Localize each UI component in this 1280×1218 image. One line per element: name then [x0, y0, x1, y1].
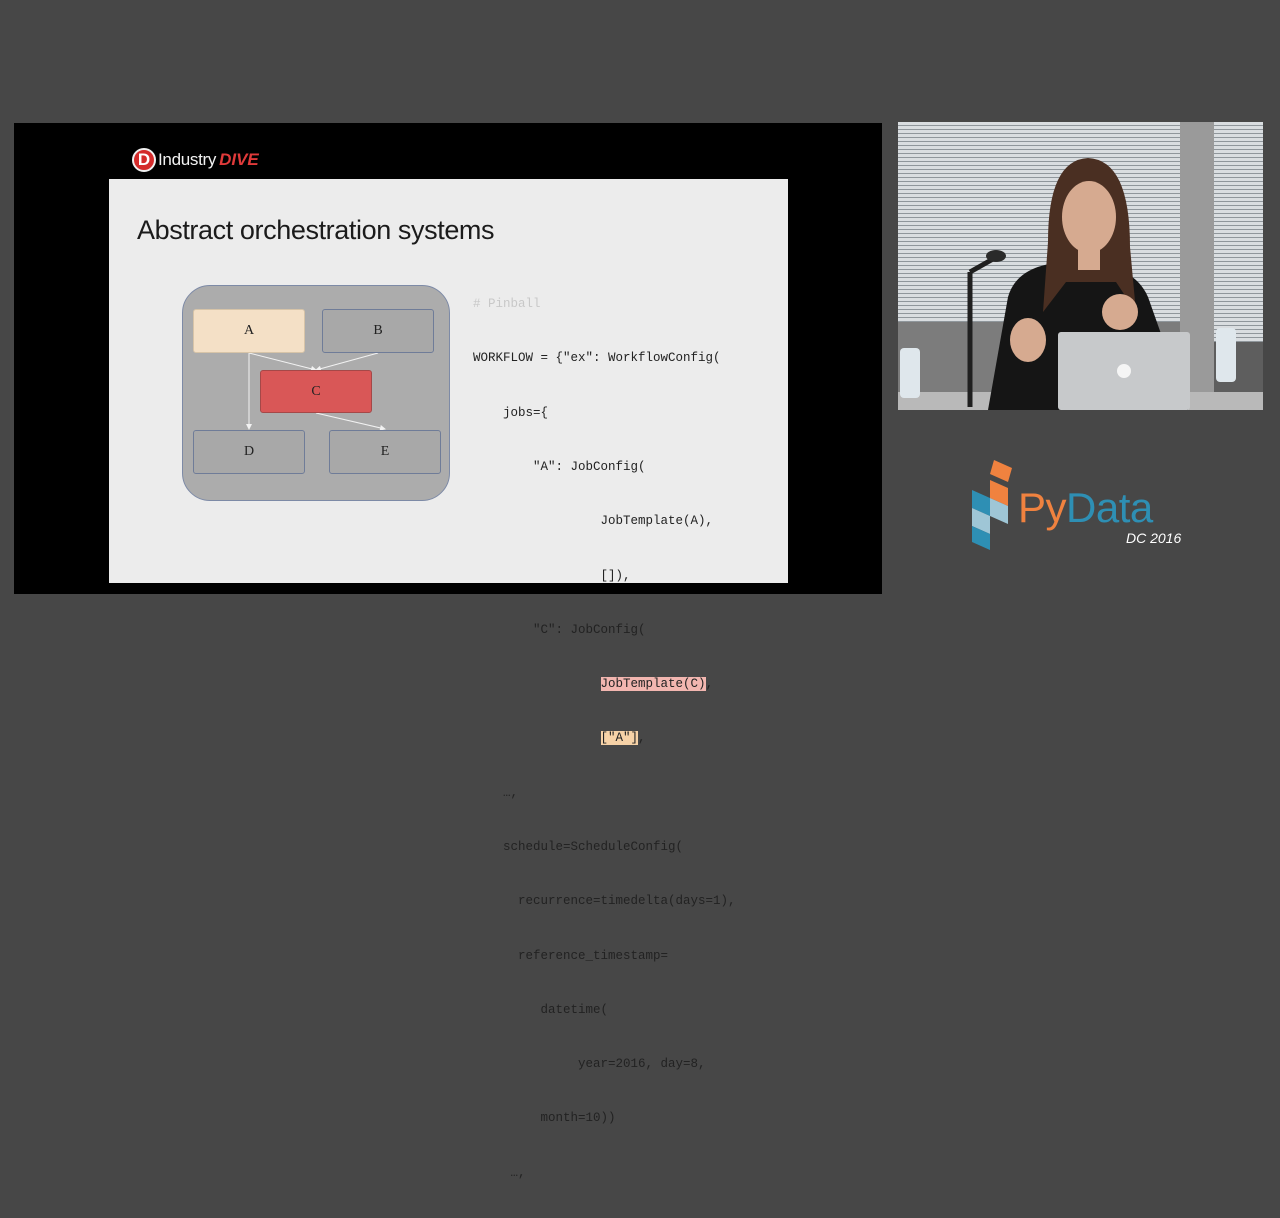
code-line: jobs={ [473, 405, 549, 420]
code-line: JobTemplate(A), [473, 514, 714, 529]
speaker-scene [898, 122, 1263, 410]
industry-dive-logo: D Industry DIVE [132, 147, 259, 173]
edge-c-e [315, 412, 386, 431]
pydata-cube-icon [972, 460, 1012, 550]
dag-node-a: A [193, 309, 305, 353]
code-line: "A": JobConfig( [473, 460, 646, 475]
dag-node-b: B [322, 309, 434, 353]
code-line: schedule=ScheduleConfig( [473, 840, 684, 854]
code-line: []), [473, 568, 631, 583]
code-line: WORKFLOW = {"ex": WorkflowConfig( [473, 351, 721, 366]
code-line: …, [473, 785, 519, 800]
speaker-video [898, 122, 1263, 410]
dag-node-c: C [260, 370, 372, 413]
dag-node-e: E [329, 430, 441, 474]
mic-arm [968, 256, 995, 275]
code-line: month=10)) [473, 1111, 616, 1126]
dag-diagram-panel: A B C D E [182, 285, 450, 501]
slide-title: Abstract orchestration systems [137, 215, 495, 245]
code-line: reference_timestamp= [473, 948, 669, 963]
apple-icon [1117, 364, 1131, 378]
speaker-neck [1078, 248, 1100, 270]
code-line: recurrence=timedelta(days=1), [473, 894, 736, 909]
code-line: …, [473, 1165, 526, 1180]
pydata-py-text: Py [1018, 484, 1067, 531]
water-bottle-right [1216, 328, 1236, 382]
speaker-hand-right [1102, 294, 1138, 330]
pydata-edition-text: DC 2016 [1126, 530, 1182, 546]
brand-industry-text: Industry [158, 150, 217, 169]
water-bottle-left [900, 348, 920, 398]
speaker-hand-left [1010, 318, 1046, 362]
window-blinds-right [1214, 122, 1263, 342]
code-indent [473, 677, 601, 691]
edge-a-c [248, 352, 317, 372]
code-highlight-jobtemplate: JobTemplate(C) [600, 677, 706, 692]
code-line-highlighted: ["A"], [473, 729, 736, 747]
code-highlight-dependency: ["A"] [600, 731, 639, 746]
edge-b-c [315, 352, 379, 372]
code-block: # Pinball WORKFLOW = {"ex": WorkflowConf… [473, 259, 736, 1218]
speaker-face [1062, 181, 1116, 253]
pydata-dc-2016-logo: PyData DC 2016 [968, 458, 1198, 554]
code-line-highlighted: JobTemplate(C), [473, 675, 736, 693]
dag-edges [246, 352, 386, 431]
pydata-data-text: Data [1066, 484, 1153, 531]
code-line: "C": JobConfig( [473, 622, 646, 637]
dag-node-d: D [193, 430, 305, 474]
code-comment: # Pinball [473, 297, 541, 312]
brand-dive-text: DIVE [219, 150, 259, 169]
pydata-wordmark: PyData [1018, 484, 1153, 532]
industry-dive-d-icon: D [132, 148, 156, 172]
code-line: year=2016, day=8, [473, 1057, 706, 1072]
code-punct: , [705, 677, 714, 692]
code-indent [473, 731, 601, 745]
code-punct: , [638, 731, 646, 746]
presentation-slide: Abstract orchestration systems A B C D E… [109, 179, 788, 1180]
code-line: datetime( [473, 1002, 609, 1017]
mic-head [986, 250, 1006, 262]
